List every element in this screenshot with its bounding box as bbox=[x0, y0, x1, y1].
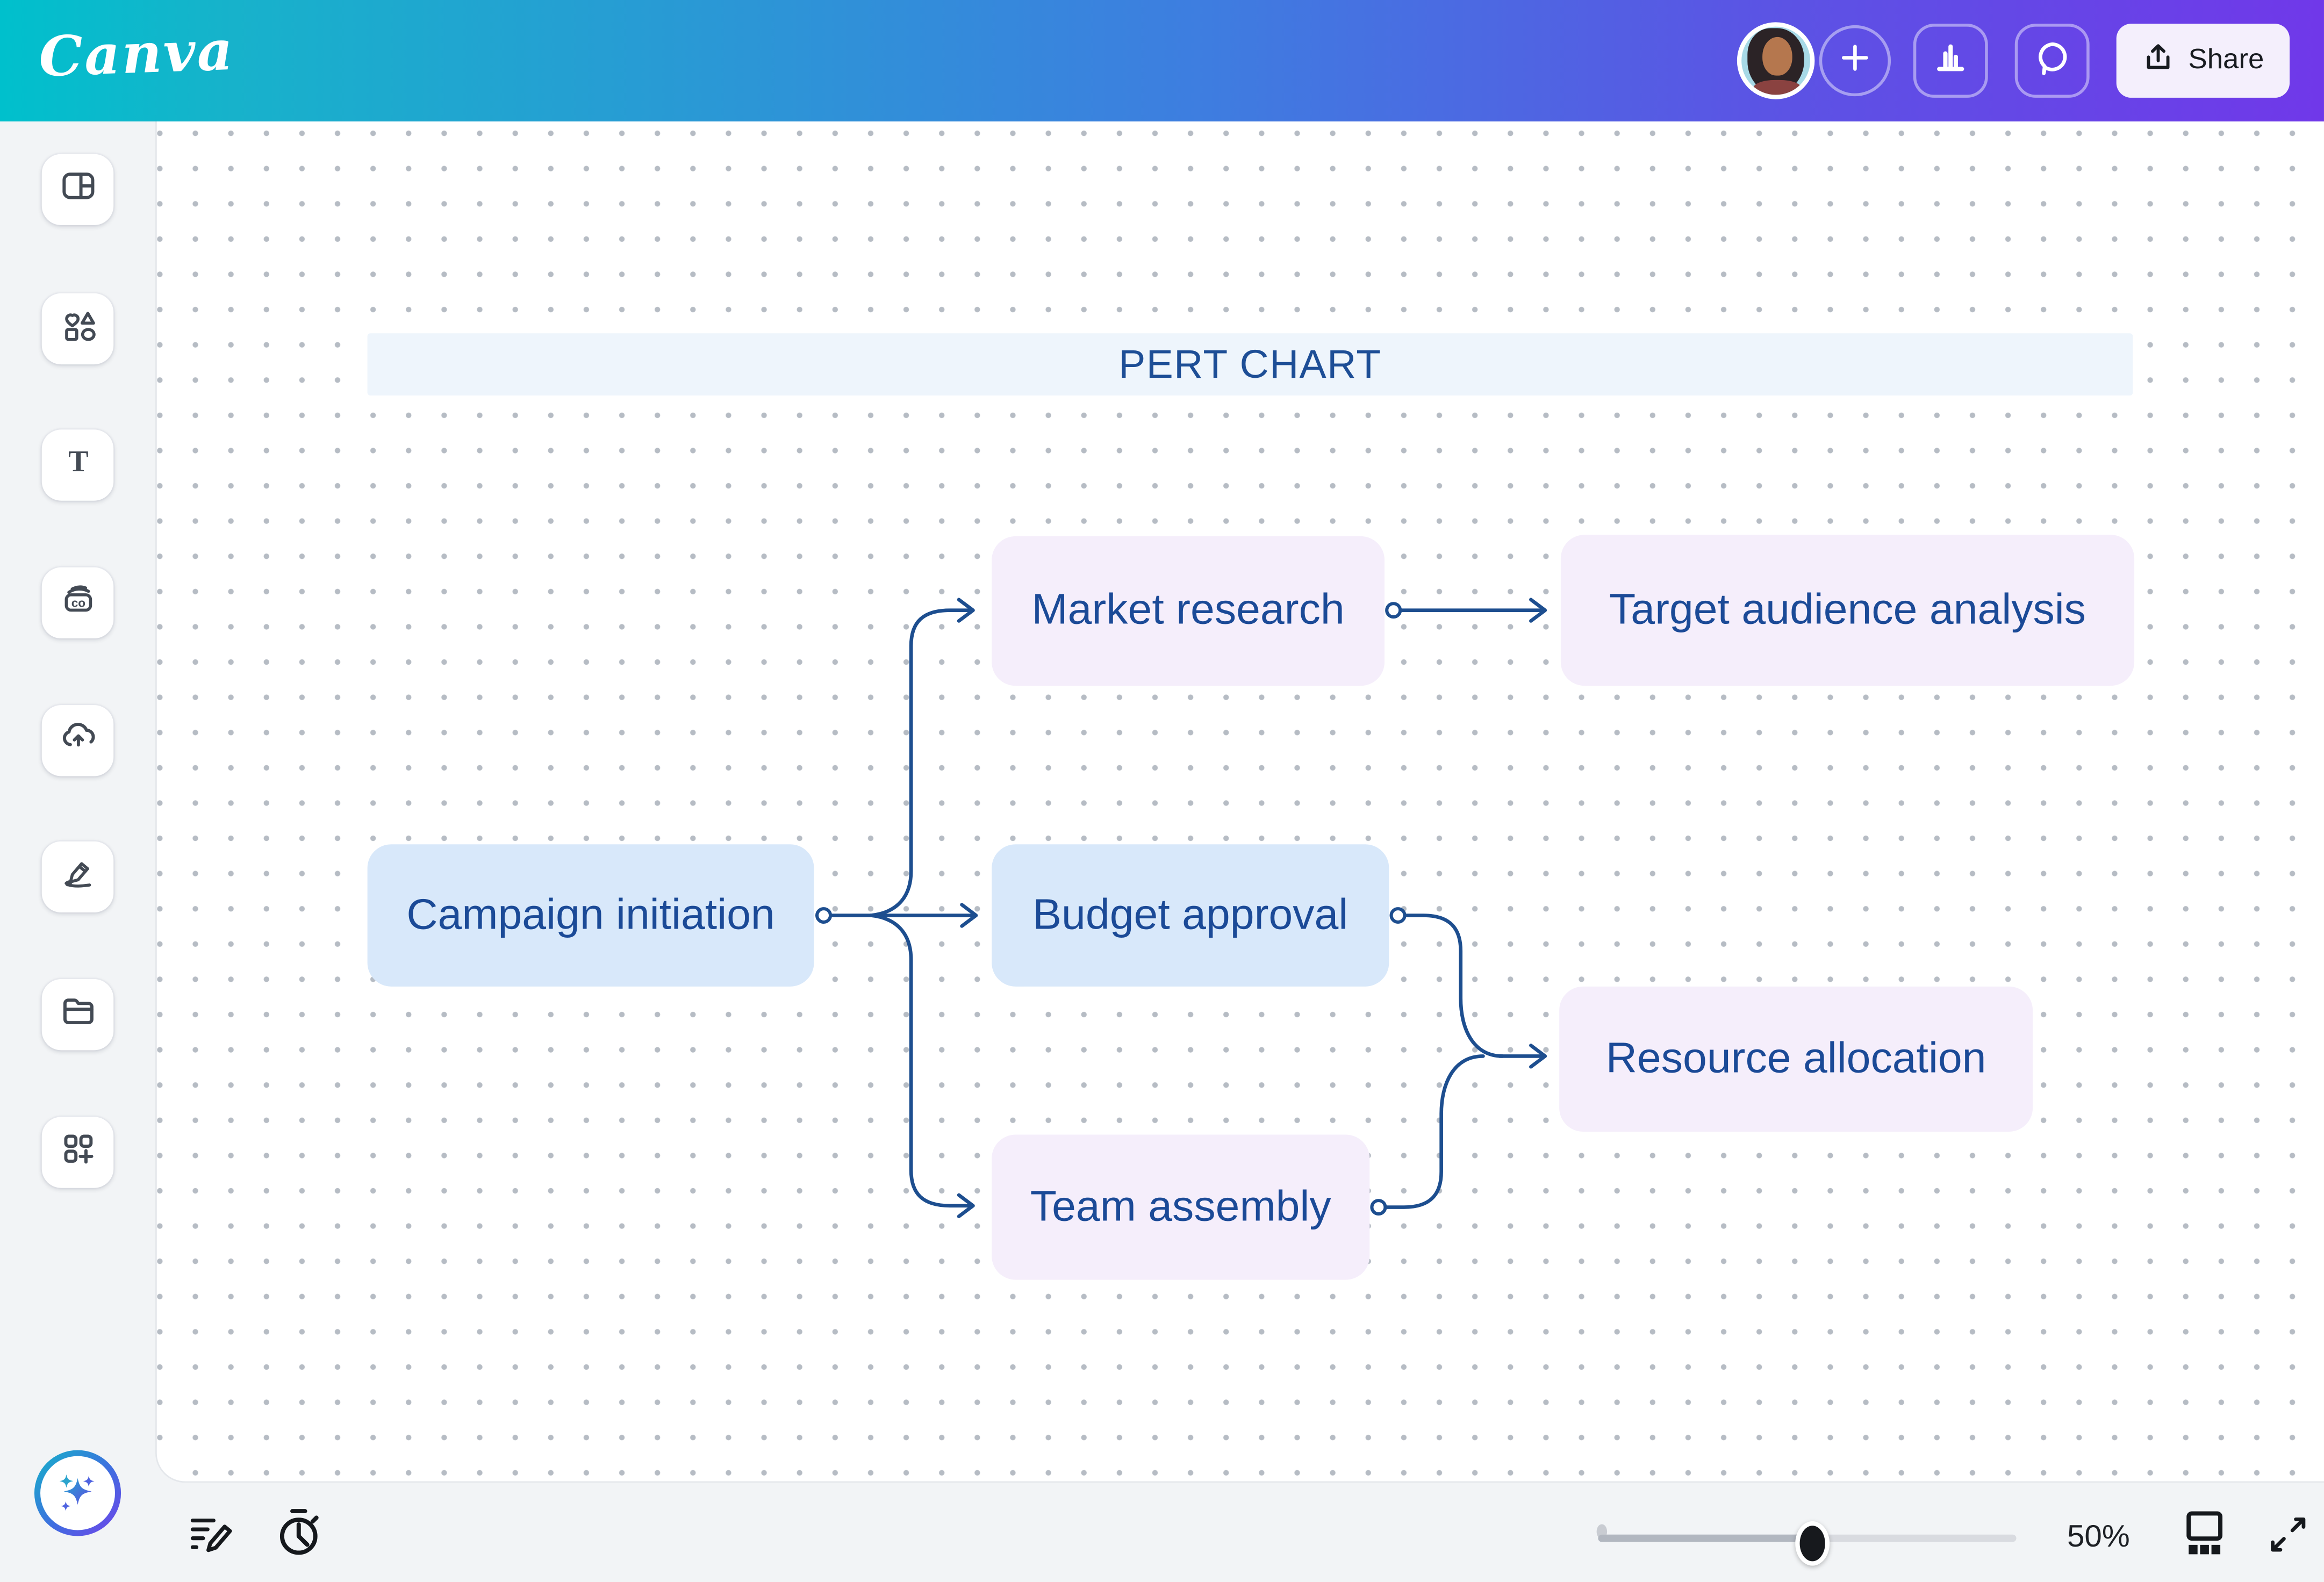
insights-icon bbox=[1930, 37, 1971, 85]
canva-logo[interactable]: Canva bbox=[38, 17, 235, 90]
node-resource-allocation[interactable]: Resource allocation bbox=[1559, 986, 2033, 1132]
magic-ai-button[interactable] bbox=[34, 1450, 121, 1536]
projects-icon bbox=[58, 991, 98, 1038]
brand-icon: co bbox=[58, 579, 98, 627]
sidebar-item-apps[interactable] bbox=[41, 1117, 114, 1188]
header-bar: Canva Share bbox=[0, 0, 2324, 122]
share-upload-icon bbox=[2142, 41, 2175, 81]
presentation-icon bbox=[2179, 1506, 2229, 1566]
chart-title-banner[interactable]: PERT CHART bbox=[367, 333, 2133, 396]
add-member-button[interactable] bbox=[1819, 25, 1891, 97]
toolbar-sidebar: T co bbox=[0, 121, 156, 1582]
sidebar-item-uploads[interactable] bbox=[41, 705, 114, 776]
sidebar-item-projects[interactable] bbox=[41, 979, 114, 1051]
apps-icon bbox=[58, 1128, 98, 1176]
add-icon bbox=[1835, 38, 1874, 83]
share-button[interactable]: Share bbox=[2116, 24, 2290, 98]
draw-icon bbox=[58, 853, 98, 901]
design-icon bbox=[58, 166, 98, 213]
notes-icon bbox=[187, 1508, 234, 1563]
expand-button[interactable] bbox=[2264, 1514, 2312, 1561]
node-campaign-initiation[interactable]: Campaign initiation bbox=[367, 844, 814, 987]
zoom-slider-fill bbox=[1598, 1534, 1807, 1542]
timer-icon bbox=[274, 1506, 324, 1566]
comments-button[interactable] bbox=[2014, 24, 2090, 98]
magic-ai-icon bbox=[40, 1456, 115, 1530]
node-team-assembly[interactable]: Team assembly bbox=[992, 1134, 1370, 1280]
comments-icon bbox=[2031, 37, 2073, 85]
expand-icon bbox=[2266, 1512, 2311, 1563]
presentation-button[interactable] bbox=[2178, 1508, 2232, 1564]
insights-button[interactable] bbox=[1913, 24, 1988, 98]
share-button-label: Share bbox=[2188, 44, 2264, 76]
uploads-icon bbox=[58, 717, 98, 764]
notes-button[interactable] bbox=[185, 1511, 236, 1562]
svg-text:co: co bbox=[70, 596, 84, 609]
avatar-shirt bbox=[1753, 80, 1802, 95]
node-budget-approval[interactable]: Budget approval bbox=[992, 844, 1389, 987]
avatar-face bbox=[1762, 37, 1792, 76]
timer-button[interactable] bbox=[272, 1508, 326, 1564]
sidebar-item-design[interactable] bbox=[41, 154, 114, 225]
node-market-research[interactable]: Market research bbox=[992, 536, 1385, 686]
zoom-slider-thumb[interactable] bbox=[1795, 1521, 1830, 1566]
zoom-level-label: 50% bbox=[2067, 1520, 2130, 1554]
sidebar-item-text[interactable]: T bbox=[41, 429, 114, 501]
elements-icon bbox=[58, 305, 98, 353]
svg-text:T: T bbox=[68, 445, 88, 478]
sidebar-item-elements[interactable] bbox=[41, 293, 114, 365]
text-icon: T bbox=[58, 441, 98, 488]
sidebar-item-draw[interactable] bbox=[41, 841, 114, 913]
user-avatar[interactable] bbox=[1737, 22, 1815, 99]
node-target-audience-analysis[interactable]: Target audience analysis bbox=[1560, 535, 2135, 686]
sidebar-item-brand[interactable]: co bbox=[41, 567, 114, 639]
